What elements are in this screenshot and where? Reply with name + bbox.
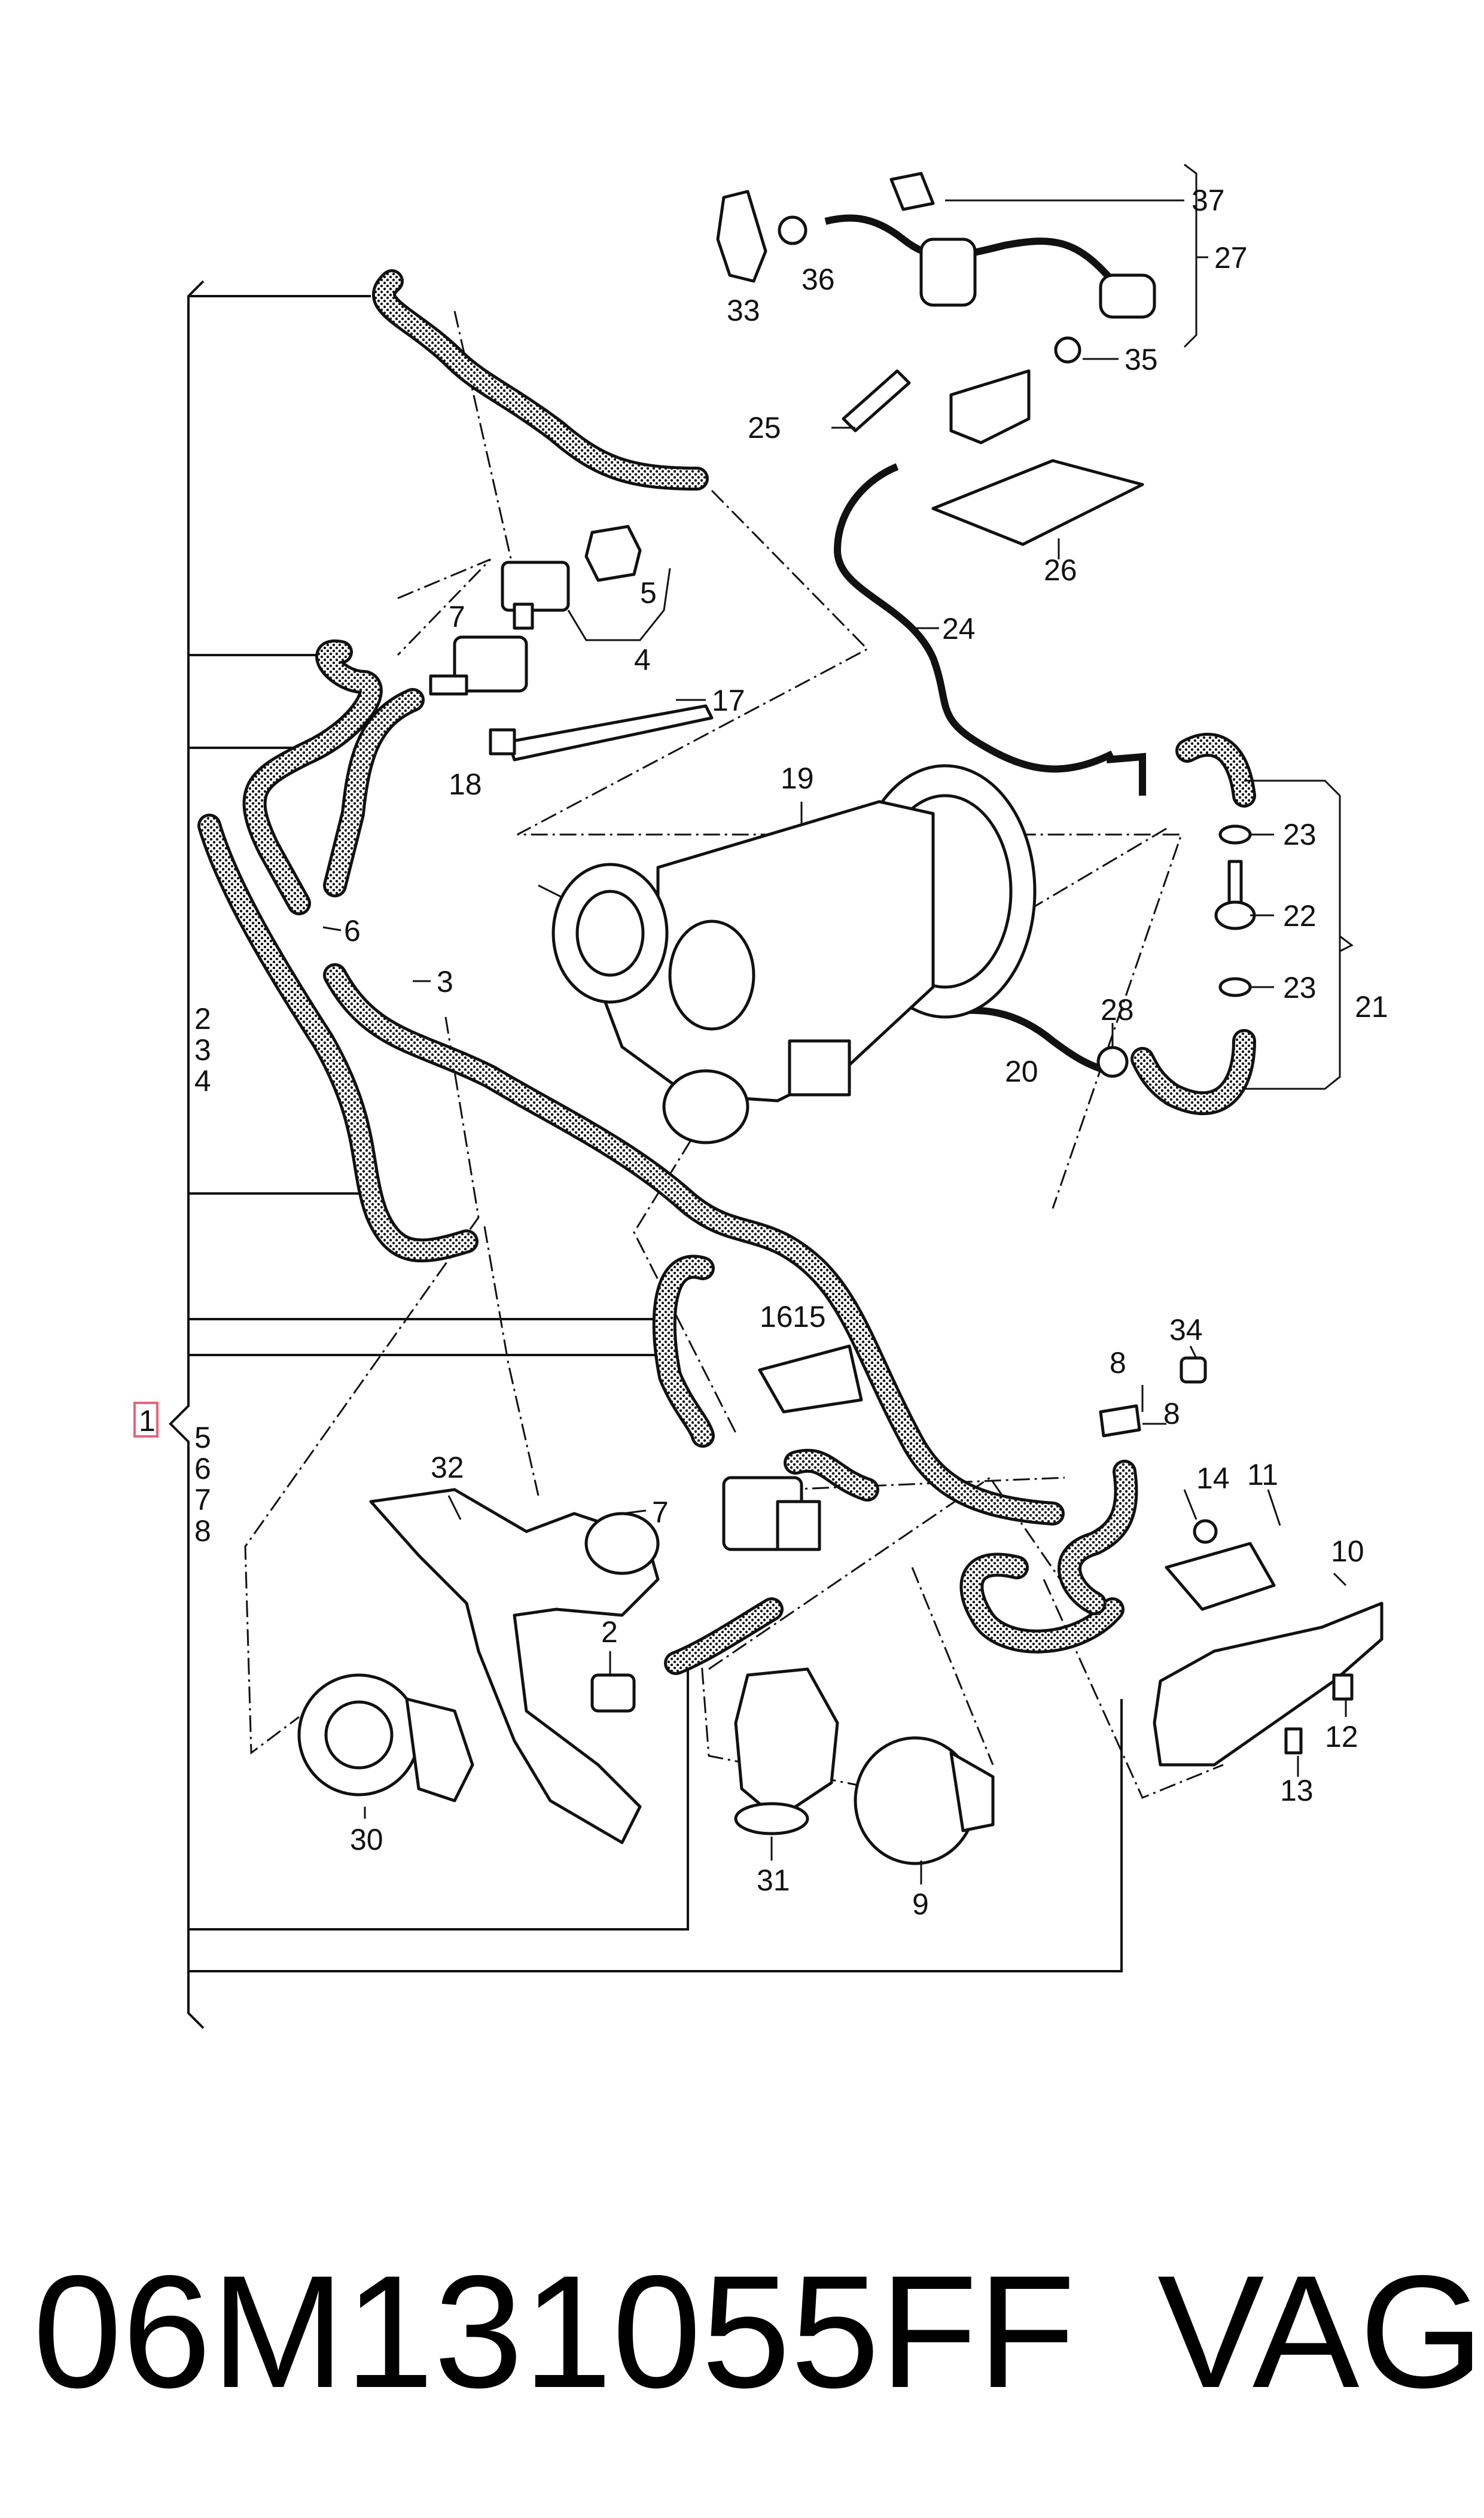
callout-18: 18 (449, 768, 482, 801)
callout-8: 8 (194, 1514, 211, 1548)
callout-7-lower: 7 (652, 1496, 669, 1529)
callout-14: 14 (1196, 1462, 1230, 1495)
callout-21: 21 (1355, 990, 1388, 1024)
callout-23-top: 23 (1283, 818, 1317, 851)
solenoid-valve-upper (429, 635, 714, 762)
callout-37: 37 (1192, 184, 1225, 217)
callout-8-lower: 8 (1163, 1397, 1180, 1430)
callout-19: 19 (781, 762, 814, 795)
callout-10: 10 (1331, 1534, 1364, 1568)
callout-27: 27 (1214, 241, 1248, 275)
solenoid-valve-lower (722, 1476, 821, 1551)
dashed-leaders (244, 310, 1224, 1799)
bracket-15 (758, 1344, 863, 1414)
sensor-2-lower (590, 1673, 636, 1713)
callout-8-upper: 8 (1110, 1346, 1126, 1380)
callout-20: 20 (1005, 1055, 1038, 1088)
callout-7-upper: 7 (449, 600, 465, 634)
callout-32: 32 (431, 1451, 464, 1484)
callout-22: 22 (1283, 899, 1317, 933)
callout-5-upper: 5 (640, 576, 657, 610)
callout-36: 36 (802, 263, 835, 296)
callout-31: 31 (757, 1864, 790, 1897)
callout-13: 13 (1280, 1774, 1314, 1807)
callout-30: 30 (350, 1823, 383, 1856)
callout-24: 24 (942, 612, 976, 646)
part-number: 06M131055FF (33, 2242, 1075, 2421)
callout-6: 6 (194, 1452, 211, 1485)
callout-labels: 1 2 3 4 5 6 7 8 37 27 33 36 35 25 26 24 … (139, 184, 1388, 1921)
callout-leaders (322, 163, 1354, 1884)
callout-7: 7 (194, 1483, 211, 1517)
highlight-box (133, 1402, 159, 1438)
callout-17: 17 (712, 684, 745, 717)
callout-2: 2 (194, 1002, 211, 1036)
callout-28: 28 (1101, 993, 1134, 1027)
callout-11: 11 (1247, 1458, 1278, 1491)
callout-35: 35 (1125, 343, 1158, 376)
bracket-plate (842, 369, 1144, 546)
cover-assembly (1153, 1519, 1384, 1767)
hoses (197, 269, 1256, 1675)
callout-3: 3 (194, 1033, 211, 1067)
callout-15: 15 (793, 1300, 826, 1333)
callout-1: 1 (139, 1404, 156, 1438)
callout-23-bottom: 23 (1283, 971, 1317, 1004)
callout-2-lower: 2 (601, 1615, 618, 1649)
intake-pipe (369, 1488, 660, 1844)
callout-16: 16 (760, 1300, 793, 1333)
components (297, 172, 1384, 1865)
brand-label: VAG (1157, 2242, 1484, 2421)
callout-5: 5 (194, 1421, 211, 1454)
turbocharger (538, 764, 1037, 1144)
callout-3-upper: 3 (437, 965, 453, 998)
check-valve (1214, 824, 1256, 997)
callout-9: 9 (912, 1887, 929, 1921)
top-cluster (716, 172, 1156, 364)
pressure-valve-upper (501, 525, 642, 630)
oil-module (734, 1667, 839, 1835)
connector-28 (1096, 1046, 1129, 1078)
callout-26: 26 (1044, 553, 1077, 587)
callout-33: 33 (727, 294, 760, 327)
callout-12: 12 (1325, 1720, 1358, 1753)
callout-6-upper: 6 (344, 914, 361, 948)
callout-4-upper: 4 (634, 643, 651, 677)
t-connector (1099, 1356, 1207, 1438)
callout-25: 25 (748, 411, 781, 444)
left-bracket (169, 280, 1123, 2029)
callout-34: 34 (1169, 1313, 1203, 1347)
water-pump (297, 1673, 474, 1803)
callout-4: 4 (194, 1064, 211, 1098)
vacuum-pump (854, 1736, 995, 1865)
